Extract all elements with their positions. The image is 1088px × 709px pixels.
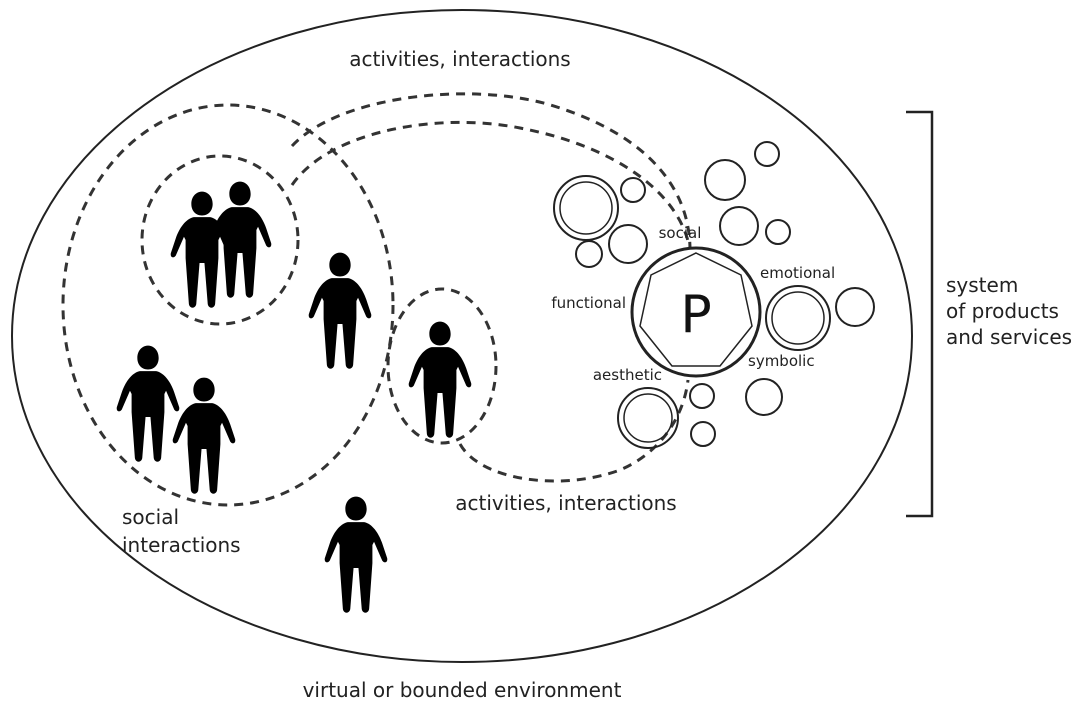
environment-boundary (11, 9, 913, 663)
satellite-product (765, 285, 831, 351)
label-social-interactions-1: social (122, 505, 179, 529)
small-product-circle (754, 141, 780, 167)
small-product-circle (835, 287, 875, 327)
product-core-heptagon (639, 252, 753, 367)
system-bracket (906, 110, 934, 518)
label-social-interactions-2: interactions (122, 533, 241, 557)
satellite-product-inner (771, 291, 825, 345)
label-system-3: and services (946, 325, 1072, 349)
satellite-product (617, 387, 679, 449)
activities-inner-boundary (290, 120, 692, 251)
small-product-circle (704, 159, 746, 201)
small-product-circle (765, 219, 791, 245)
small-product-circle (575, 240, 603, 268)
dimension-label-social: social (659, 224, 702, 242)
social-interactions-boundary (61, 103, 395, 507)
small-product-circle (608, 224, 648, 264)
product-core-ring (630, 246, 762, 378)
small-product-circle (745, 378, 783, 416)
activities-bottom-boundary (458, 379, 690, 483)
dimension-label-symbolic: symbolic (748, 352, 815, 370)
person-icon (408, 321, 472, 438)
dimension-label-functional: functional (551, 294, 626, 312)
label-environment: virtual or bounded environment (303, 678, 622, 702)
small-group-boundary (140, 154, 300, 326)
satellite-product-inner (623, 393, 673, 443)
product-system: P social emotional functional symbolic a… (551, 141, 875, 449)
small-product-circle (620, 177, 646, 203)
person-icon (116, 345, 180, 462)
label-system-1: system (946, 273, 1018, 297)
dimension-label-aesthetic: aesthetic (593, 366, 662, 384)
label-system-2: of products (946, 299, 1059, 323)
person-icon (308, 252, 372, 369)
satellite-product (553, 175, 619, 241)
satellite-product-inner (559, 181, 613, 235)
dimension-label-emotional: emotional (760, 264, 835, 282)
small-product-circle (690, 421, 716, 447)
label-activities-top: activities, interactions (349, 47, 570, 71)
person-icon (324, 496, 388, 613)
product-letter: P (680, 285, 711, 345)
activities-top-boundary (290, 92, 692, 251)
small-product-circle (689, 383, 715, 409)
single-person-boundary (386, 287, 498, 445)
person-icon (172, 377, 236, 494)
label-activities-bottom: activities, interactions (455, 491, 676, 515)
small-product-circle (719, 206, 759, 246)
